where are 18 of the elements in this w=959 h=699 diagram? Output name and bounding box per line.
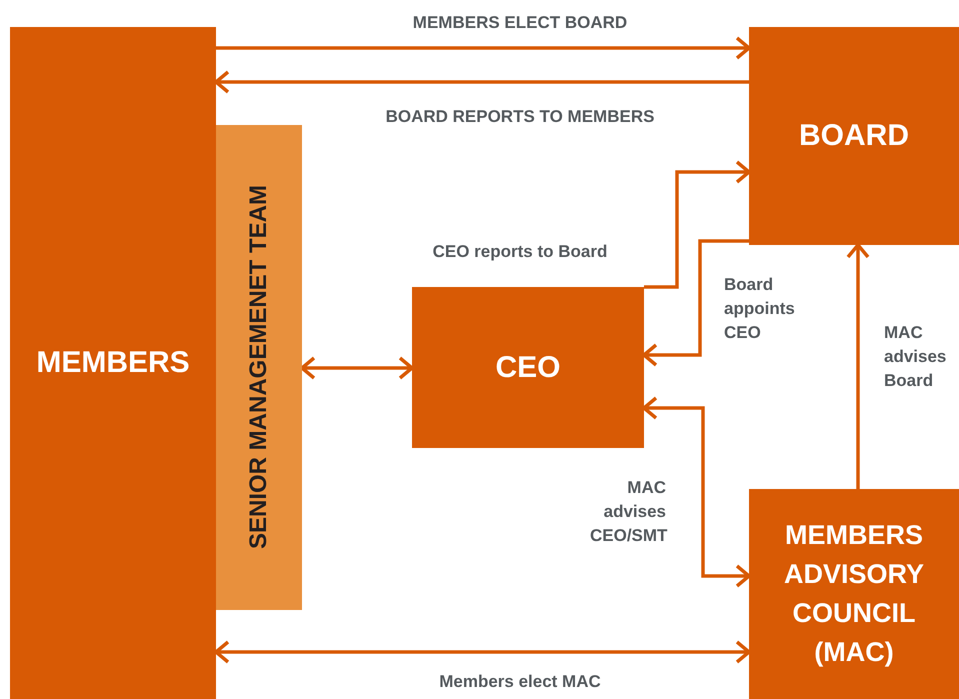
process-box [749, 27, 959, 245]
arrow [214, 70, 749, 94]
box-label: SENIOR MANAGEMENET TEAM [244, 185, 273, 550]
process-box [749, 489, 959, 699]
box-label: MEMBERS [36, 345, 190, 382]
arrow [216, 36, 751, 60]
process-box [216, 125, 302, 610]
process-box [412, 287, 644, 448]
box-label: CEO [495, 350, 560, 386]
arrow [300, 356, 414, 380]
box-label: BOARD [799, 118, 909, 154]
process-box [10, 27, 216, 699]
arrow [214, 640, 751, 664]
arrow [642, 396, 751, 588]
box-label: MEMBERS ADVISORY COUNCIL (MAC) [782, 518, 926, 670]
arrow [642, 239, 749, 367]
arrow [846, 243, 870, 489]
arrow [644, 160, 751, 289]
